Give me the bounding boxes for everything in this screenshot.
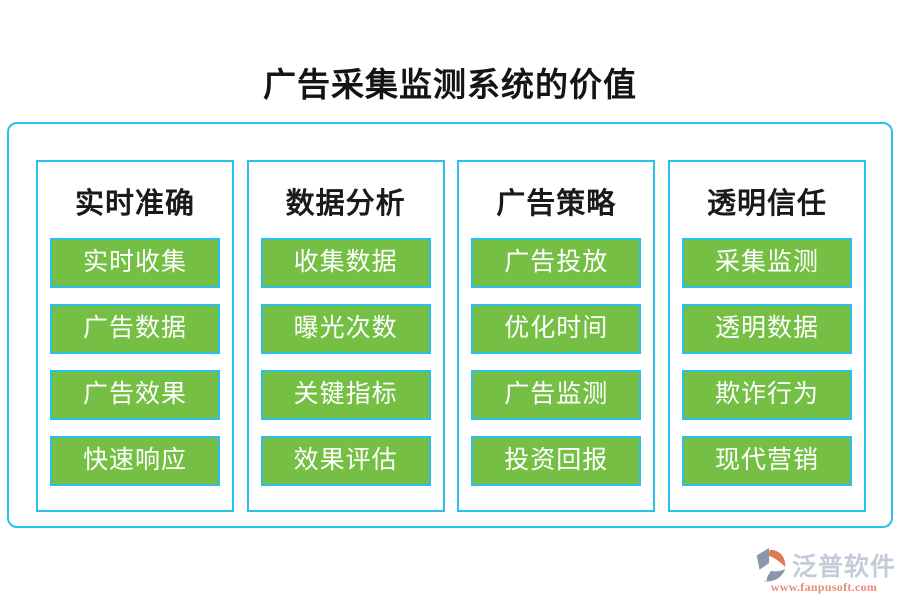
value-item-button-2-2[interactable]: 曝光次数 [260, 304, 431, 354]
page-title: 广告采集监测系统的价值 [263, 68, 637, 104]
column-header-1: 实时准确 [74, 188, 195, 220]
value-column-1: 实时准确 实时收集 广告数据 广告效果 快速响应 [36, 160, 234, 512]
value-item-button-2-4[interactable]: 效果评估 [260, 436, 431, 486]
column-items: 采集监测 透明数据 欺诈行为 现代营销 [681, 238, 852, 486]
fanpu-logo-icon [756, 547, 786, 582]
value-item-button-4-2[interactable]: 透明数据 [681, 304, 852, 354]
value-item-button-4-3[interactable]: 欺诈行为 [681, 370, 852, 420]
column-header-4: 透明信任 [706, 188, 827, 220]
value-item-button-1-1[interactable]: 实时收集 [50, 238, 220, 288]
value-item-button-3-4[interactable]: 投资回报 [471, 436, 642, 486]
value-item-button-2-1[interactable]: 收集数据 [260, 238, 431, 288]
brand-url: www.fanpusoft.com [770, 580, 878, 594]
value-item-button-3-3[interactable]: 广告监测 [471, 370, 642, 420]
value-item-button-2-3[interactable]: 关键指标 [260, 370, 431, 420]
column-header-2: 数据分析 [285, 188, 406, 220]
value-item-button-1-3[interactable]: 广告效果 [50, 370, 220, 420]
column-header-3: 广告策略 [496, 188, 617, 220]
brand-footer: 泛普软件 www.fanpusoft.com [751, 546, 897, 595]
value-item-button-4-4[interactable]: 现代营销 [681, 436, 852, 486]
column-items: 广告投放 优化时间 广告监测 投资回报 [471, 238, 642, 486]
value-column-2: 数据分析 收集数据 曝光次数 关键指标 效果评估 [246, 160, 445, 512]
value-item-button-3-1[interactable]: 广告投放 [471, 238, 642, 288]
value-columns: 实时准确 实时收集 广告数据 广告效果 快速响应 数据分析 收集数据 曝光次数 … [36, 160, 866, 512]
column-items: 实时收集 广告数据 广告效果 快速响应 [50, 238, 220, 486]
value-item-button-3-2[interactable]: 优化时间 [471, 304, 642, 354]
brand-name: 泛普软件 [792, 554, 897, 581]
value-panel: 实时准确 实时收集 广告数据 广告效果 快速响应 数据分析 收集数据 曝光次数 … [7, 122, 893, 528]
value-column-4: 透明信任 采集监测 透明数据 欺诈行为 现代营销 [667, 160, 866, 512]
value-item-button-4-1[interactable]: 采集监测 [681, 238, 852, 288]
value-item-button-1-4[interactable]: 快速响应 [50, 436, 220, 486]
brand-row: 泛普软件 [751, 546, 897, 584]
column-items: 收集数据 曝光次数 关键指标 效果评估 [260, 238, 431, 486]
value-column-3: 广告策略 广告投放 优化时间 广告监测 投资回报 [457, 160, 656, 512]
value-item-button-1-2[interactable]: 广告数据 [50, 304, 220, 354]
